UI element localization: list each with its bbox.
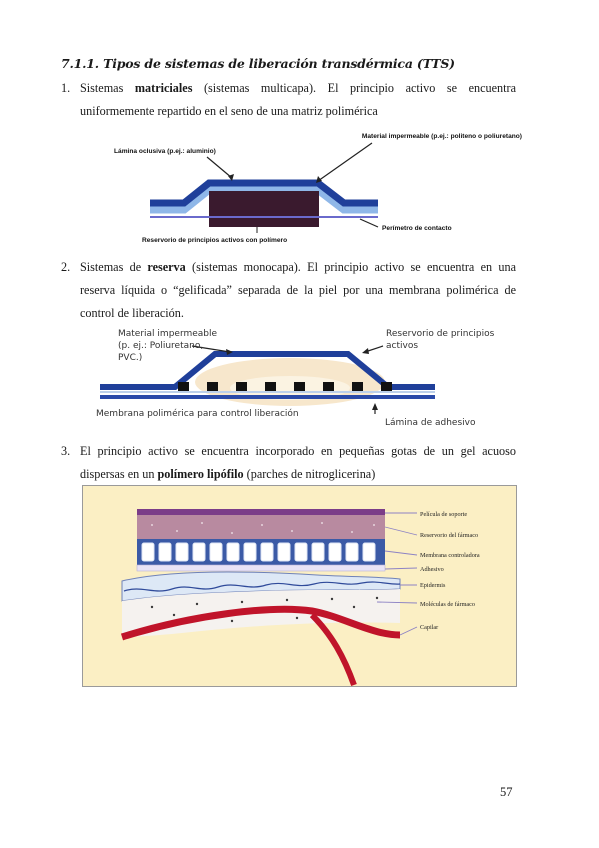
- label-reservorio-1: Reservorio de principios: [386, 329, 495, 339]
- label-reservorio-farmaco: Reservorio del fármaco: [420, 532, 478, 539]
- label-pelicula: Película de soporte: [420, 511, 467, 518]
- label-capilar: Capilar: [420, 624, 438, 631]
- figure-matrix-system: Lámina oclusiva (p.ej.: aluminio) Materi…: [82, 123, 537, 253]
- label-material-1: Material impermeable: [118, 329, 218, 339]
- list-item-2: 2. Sistemas de reserva (sistemas monocap…: [61, 256, 516, 325]
- label-material-2: (p. ej.: Poliuretano,: [118, 341, 203, 351]
- list-text: Sistemas matriciales (sistemas multicapa…: [80, 81, 516, 118]
- label-membrana: Membrana polimérica para control liberac…: [96, 408, 299, 419]
- list-text: Sistemas de reserva (sistemas monocapa).…: [80, 260, 516, 320]
- label-adhesivo: Adhesivo: [420, 566, 444, 573]
- control-membrane: [178, 382, 392, 391]
- list-text: El principio activo se encuentra incorpo…: [80, 444, 516, 481]
- figure-reservoir-system: Material impermeable (p. ej.: Poliuretan…: [90, 322, 505, 432]
- label-perimetro: Perímetro de contacto: [382, 225, 452, 232]
- label-moleculas: Moléculas de fármaco: [420, 601, 475, 608]
- list-number: 2.: [61, 260, 71, 274]
- impermeable-backing: [150, 179, 378, 207]
- list-number: 1.: [61, 81, 71, 95]
- label-reservorio: Reservorio de principios activos con pol…: [142, 237, 287, 244]
- section-heading: 7.1.1. Tipos de sistemas de liberación t…: [61, 56, 455, 71]
- label-lamina: Lámina oclusiva (p.ej.: aluminio): [114, 148, 216, 155]
- drug-reservoir: [209, 191, 319, 227]
- label-reservorio-2: activos: [386, 341, 418, 351]
- label-epidermis: Epidermis: [420, 582, 446, 589]
- adhesive-layer: [150, 184, 378, 214]
- list-item-3: 3. El principio activo se encuentra inco…: [61, 440, 516, 486]
- label-adhesivo: Lámina de adhesivo: [385, 418, 476, 428]
- backing-film: [137, 509, 385, 515]
- figure-lipophilic-system: Película de soporte Reservorio del fárma…: [82, 485, 517, 687]
- list-item-1: 1. Sistemas matriciales (sistemas multic…: [61, 77, 516, 123]
- page-number: 57: [500, 785, 513, 799]
- gel-droplets: [141, 542, 376, 562]
- list-number: 3.: [61, 444, 71, 458]
- label-material-3: PVC.): [118, 353, 142, 363]
- adhesive-layer: [136, 564, 386, 572]
- label-material: Material impermeable (p.ej.: politeno o …: [362, 133, 522, 140]
- drug-reservoir: [137, 515, 385, 539]
- label-membrana-controladora: Membrana controladora: [420, 552, 480, 559]
- impermeable-material: [100, 351, 435, 390]
- capillary: [120, 605, 401, 641]
